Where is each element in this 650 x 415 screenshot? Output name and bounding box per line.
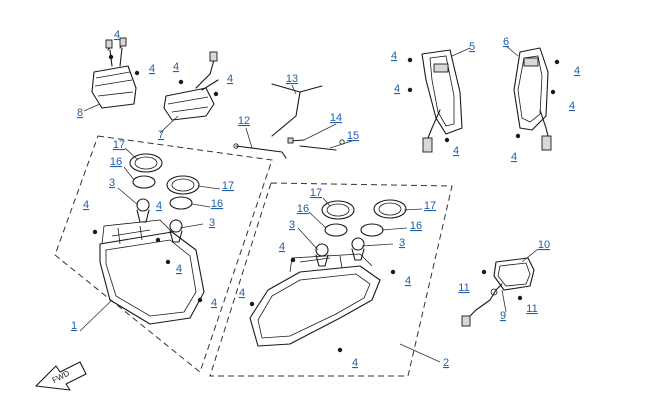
seal-16-left-b[interactable] xyxy=(169,196,193,210)
lamp-unit-8[interactable] xyxy=(91,37,137,109)
callout-8: 8 xyxy=(77,107,83,119)
seal-16-right-a[interactable] xyxy=(324,223,348,237)
callout-11: 11 xyxy=(526,303,537,315)
lamp-unit-7[interactable] xyxy=(163,51,219,121)
callout-4: 4 xyxy=(453,145,459,157)
callout-5: 5 xyxy=(469,41,475,53)
seal-16-right-b[interactable] xyxy=(360,223,384,237)
callout-4: 4 xyxy=(227,73,233,85)
cover-ring-17-left-a[interactable] xyxy=(129,153,163,173)
callout-11: 11 xyxy=(458,282,469,294)
right-headlight-group-outline xyxy=(209,182,453,377)
callout-4: 4 xyxy=(239,287,245,299)
callout-16: 16 xyxy=(211,198,223,210)
callout-4: 4 xyxy=(511,151,517,163)
lamp-10[interactable] xyxy=(493,257,535,291)
leader-lines xyxy=(79,45,539,363)
callout-16: 16 xyxy=(297,203,309,215)
callout-16: 16 xyxy=(110,156,122,168)
callout-4: 4 xyxy=(391,50,397,62)
callout-4: 4 xyxy=(173,61,179,73)
bulb-3-right-b[interactable] xyxy=(351,237,365,261)
cover-ring-17-right-a[interactable] xyxy=(321,200,355,220)
callout-4: 4 xyxy=(352,357,358,369)
side-lamp-5[interactable] xyxy=(421,49,463,153)
callout-3: 3 xyxy=(289,219,295,231)
callout-17: 17 xyxy=(424,200,436,212)
callout-4: 4 xyxy=(211,297,217,309)
callout-4: 4 xyxy=(394,83,400,95)
callout-3: 3 xyxy=(209,217,215,229)
callout-13: 13 xyxy=(286,73,298,85)
callout-4: 4 xyxy=(156,200,162,212)
callout-15: 15 xyxy=(347,130,359,142)
wire-13[interactable] xyxy=(271,83,323,137)
callout-4: 4 xyxy=(405,275,411,287)
callout-3: 3 xyxy=(109,177,115,189)
side-lamp-6[interactable] xyxy=(513,47,552,151)
callout-17: 17 xyxy=(113,139,125,151)
callout-9: 9 xyxy=(500,310,506,322)
callout-2: 2 xyxy=(443,357,449,369)
callout-4: 4 xyxy=(569,100,575,112)
callout-4: 4 xyxy=(83,199,89,211)
callout-14: 14 xyxy=(330,112,342,124)
cover-ring-17-right-b[interactable] xyxy=(373,199,407,219)
forward-arrow-icon: FWD xyxy=(35,361,87,391)
screws xyxy=(92,54,560,353)
callout-4: 4 xyxy=(574,65,580,77)
callout-17: 17 xyxy=(222,180,234,192)
clip-14[interactable] xyxy=(287,137,305,144)
bulb-3-right-a[interactable] xyxy=(315,243,329,267)
headlight-housing-1[interactable] xyxy=(99,219,205,325)
bulb-3-left-b[interactable] xyxy=(169,219,183,243)
callouts: 1 2 3 3 3 3 4 4 4 4 4 4 4 4 4 4 4 4 4 4 … xyxy=(71,29,580,369)
callout-4: 4 xyxy=(114,29,120,41)
bulb-3-left-a[interactable] xyxy=(136,198,150,223)
callout-4: 4 xyxy=(176,263,182,275)
callout-4: 4 xyxy=(149,63,155,75)
harness-9[interactable] xyxy=(461,283,503,327)
strip-15[interactable] xyxy=(299,139,345,151)
callout-16: 16 xyxy=(410,220,422,232)
left-headlight-group-outline xyxy=(54,135,273,373)
seal-16-left-a[interactable] xyxy=(132,175,156,189)
callout-7: 7 xyxy=(158,129,164,141)
callout-4: 4 xyxy=(279,241,285,253)
headlight-housing-2[interactable] xyxy=(249,253,381,347)
callout-10: 10 xyxy=(538,239,550,251)
callout-17: 17 xyxy=(310,187,322,199)
callout-12: 12 xyxy=(238,115,250,127)
callout-6: 6 xyxy=(503,36,509,48)
bracket-12[interactable] xyxy=(233,143,287,159)
callout-1: 1 xyxy=(71,320,77,332)
cover-ring-17-left-b[interactable] xyxy=(166,175,200,195)
callout-3: 3 xyxy=(399,237,405,249)
